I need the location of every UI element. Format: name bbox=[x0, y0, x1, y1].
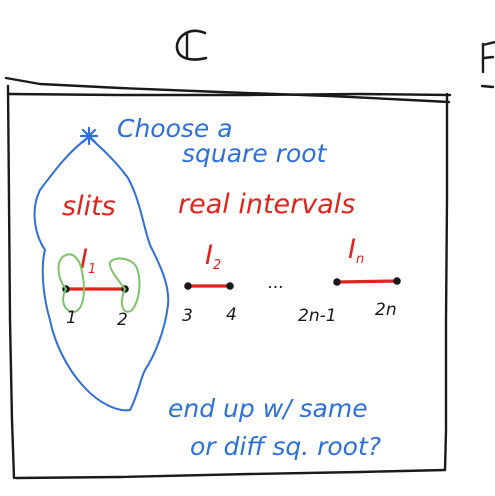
slit-interval-1 bbox=[62, 285, 129, 293]
endpoint-label-1: 1 bbox=[66, 308, 77, 328]
question-line-1: end up w/ same bbox=[168, 394, 368, 423]
label-interval-n: In bbox=[348, 234, 364, 267]
slit-interval-n bbox=[333, 277, 401, 286]
label-interval-1: I1 bbox=[80, 244, 96, 277]
endpoint-label-4: 4 bbox=[226, 305, 237, 325]
plane-symbol-c bbox=[175, 29, 208, 61]
green-loop-right bbox=[108, 257, 141, 313]
slit-interval-2 bbox=[184, 282, 234, 290]
label-real-intervals: real intervals bbox=[178, 189, 355, 220]
endpoint-label-2n: 2n bbox=[375, 300, 397, 320]
label-interval-2: I2 bbox=[205, 240, 221, 273]
endpoint-label-2n-1: 2n-1 bbox=[298, 306, 337, 326]
question-line-2: or diff sq. root? bbox=[190, 432, 381, 461]
monodromy-loop bbox=[33, 136, 170, 412]
note-choose-a: Choose a bbox=[117, 114, 233, 143]
partial-letter-f bbox=[480, 40, 495, 89]
label-slits: slits bbox=[62, 191, 116, 222]
endpoint-label-2: 2 bbox=[117, 310, 128, 330]
green-loop-left bbox=[57, 253, 85, 314]
plane-frame bbox=[4, 76, 452, 480]
endpoint-label-3: 3 bbox=[182, 306, 193, 326]
ellipsis: ... bbox=[268, 273, 284, 293]
note-square-root: square root bbox=[182, 139, 328, 168]
